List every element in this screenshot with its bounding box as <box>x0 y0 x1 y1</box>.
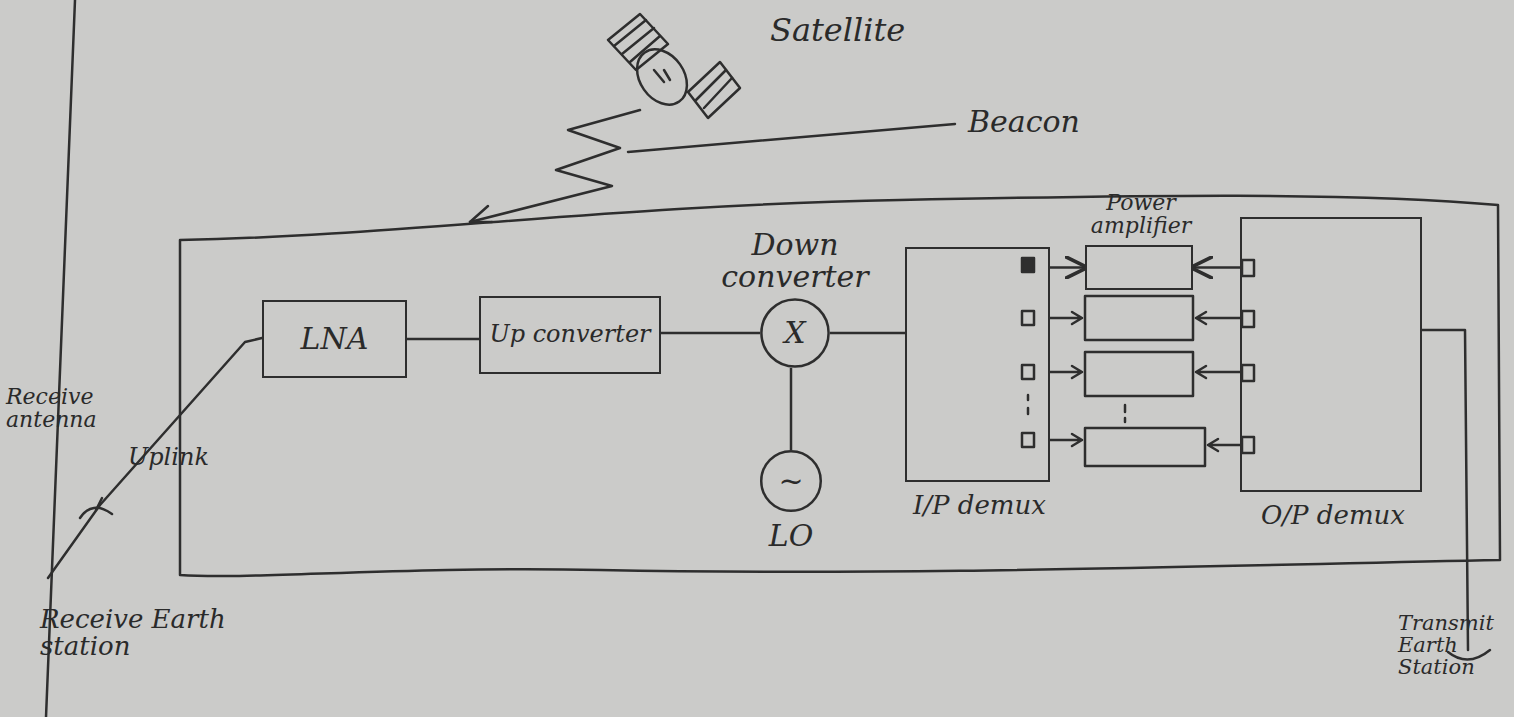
connector <box>790 368 793 450</box>
connector <box>830 332 905 335</box>
demux-box: O/P demux <box>1240 217 1422 492</box>
beacon-label: Beacon <box>968 106 1138 138</box>
connector <box>661 332 760 335</box>
node-text: ~ <box>760 450 822 512</box>
mixer-circle: Down converterX <box>760 298 830 368</box>
leader-line <box>628 124 955 152</box>
node-text: LNA <box>264 302 405 376</box>
uplink-line <box>48 338 262 578</box>
transponder-boundary <box>180 196 1500 576</box>
downlink-line <box>1422 330 1468 650</box>
link-label: Uplink <box>128 445 238 470</box>
demux-box: I/P demux <box>905 247 1050 482</box>
node-text: Up converter <box>481 298 659 372</box>
connector <box>407 338 479 341</box>
node-caption: Power amplifier <box>1066 191 1216 237</box>
beacon-arrowhead <box>470 206 492 222</box>
connector <box>1193 266 1240 269</box>
oscillator-circle: ~LO <box>760 450 822 512</box>
station-label: Receive Earth station <box>40 606 300 661</box>
amplifier-box: LNA <box>262 300 407 378</box>
antenna-label: Receive antenna <box>6 385 116 431</box>
beacon-signal <box>470 110 640 222</box>
amplifier-box: Power amplifier <box>1085 245 1193 290</box>
satellite-symbol <box>608 14 740 118</box>
node-caption: I/P demux <box>880 492 1080 519</box>
connector <box>1050 266 1085 269</box>
node-text: X <box>760 298 830 368</box>
node-caption: O/P demux <box>1233 502 1433 529</box>
converter-box: Up converter <box>479 296 661 374</box>
node-caption: LO <box>751 520 831 552</box>
power-amplifier-bank <box>1050 296 1240 466</box>
port-symbol <box>1022 258 1254 453</box>
station-label: Transmit Earth Station <box>1398 612 1510 678</box>
node-caption: Down converter <box>700 229 890 292</box>
satellite-label: Satellite <box>770 14 970 48</box>
